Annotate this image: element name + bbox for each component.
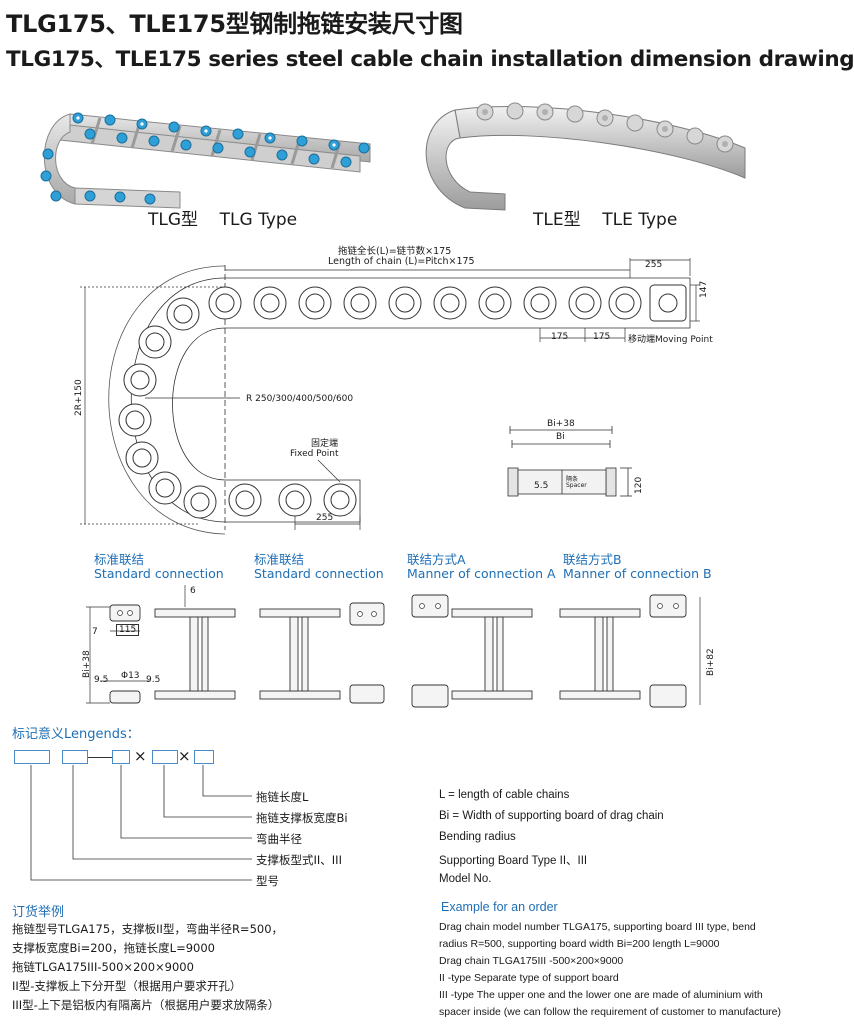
conn-1-en: Standard connection [94,566,224,581]
pitch-175-a: 175 [551,332,569,342]
legend-en-1: Bi = Width of supporting board of drag c… [439,810,664,822]
tlg-chain-photo [40,112,371,209]
tle-chain-photo [425,102,746,211]
section-bi: Bi [556,432,565,442]
dim-9-5-b: 9.5 [146,675,161,685]
moving-point-label: 移动端Moving Point [628,335,713,345]
order-cn-line: 拖链TLGA175III-500×200×9000 [12,960,194,974]
dim-115: 115 [116,624,140,636]
fixed-point-cn: 固定端 [311,439,339,449]
dim-255-top: 255 [645,260,663,270]
conn-3-en: Manner of connection A [407,566,556,581]
order-en-line: radius R=500, supporting board width Bi=… [439,938,720,950]
length-formula-en: Length of chain (L)=Pitch×175 [328,256,475,267]
legend-en-0: L = length of cable chains [439,789,570,801]
legend-cn-1: 拖链支撑板宽度Bi [256,811,348,825]
times-2: × [178,747,191,765]
order-en-line: II -type Separate type of support board [439,972,619,984]
fixed-point-en: Fixed Point [290,449,339,459]
installation-drawing [80,258,700,535]
radius-label: R 250/300/400/500/600 [246,394,354,404]
order-en-line: III -type The upper one and the lower on… [439,989,763,1001]
dim-2r150: 2R+150 [74,379,84,416]
spacer-cn: 隔条 [566,476,579,483]
dim-9-5-a: 9.5 [94,675,109,685]
conn-3-cn: 联结方式A [407,552,466,567]
page-title: TLG175、TLE175型钢制拖链安装尺寸图 [6,10,463,38]
dim-phi13: Φ13 [121,671,140,681]
order-en-line: spacer inside (we can follow the require… [439,1006,781,1018]
order-en-block: Drag chain model number TLGA175, support… [439,919,781,1021]
connection-drawings [86,585,701,708]
length-formula-cn: 拖链全长(L)=链节数×175 [338,246,452,257]
section-120: 120 [634,476,644,494]
order-title-en: Example for an order [441,900,558,914]
legend-cn-0: 拖链长度L [256,790,309,804]
legend-dash [88,757,112,758]
section-view [507,426,632,497]
order-cn-line: 支撑板宽度Bi=200，拖链长度L=9000 [12,941,215,955]
section-bi38: Bi+38 [547,419,575,429]
legend-cn-4: 型号 [256,874,279,888]
legend-box-width [152,750,178,764]
order-title-cn: 订货举例 [12,905,65,920]
order-cn-line: II型-支撑板上下分开型（根据用户要求开孔） [12,979,242,993]
legend-en-2: Bending radius [439,831,516,843]
page-subtitle: TLG175、TLE175 series steel cable chain i… [6,47,854,72]
pitch-175-b: 175 [593,332,611,342]
order-cn-block: 拖链型号TLGA175，支撑板II型，弯曲半径R=500， 支撑板宽度Bi=20… [12,920,283,1015]
legend-en-3: Supporting Board Type II、III [439,855,588,867]
dim-7: 7 [92,627,98,637]
legend-box-model [14,750,50,764]
conn-2-en: Standard connection [254,566,384,581]
times-1: × [134,747,147,765]
dim-bi82: Bi+82 [706,648,716,676]
dim-255-bottom: 255 [316,513,334,523]
conn-4-cn: 联结方式B [563,552,622,567]
legend-cn-3: 支撑板型式II、III [256,853,342,867]
legend-leaders [30,765,252,881]
roller-group-top [208,284,687,322]
dim-147: 147 [699,280,709,298]
legend-box-board [62,750,88,764]
legend-title: 标记意义Lengends： [12,727,140,742]
order-cn-line: III型-上下是铝板内有隔离片（根据用户要求放隔条） [12,998,280,1012]
tle-caption: TLE型 TLE Type [533,210,678,230]
conn-1-cn: 标准联结 [94,552,145,567]
order-en-line: Drag chain TLGA175III -500×200×9000 [439,955,624,967]
legend-box-radius [112,750,130,764]
legend-box-length [194,750,214,764]
conn-2-cn: 标准联结 [254,552,305,567]
legend-en-4: Model No. [439,873,492,885]
conn-4-en: Manner of connection B [563,566,712,581]
section-5-5: 5.5 [534,481,549,491]
order-cn-line: 拖链型号TLGA175，支撑板II型，弯曲半径R=500， [12,922,284,936]
spacer-en: Spacer [566,482,587,489]
dim-bi38: Bi+38 [82,650,92,678]
tlg-caption: TLG型 TLG Type [148,210,298,230]
order-en-line: Drag chain model number TLGA175, support… [439,921,756,933]
legend-cn-2: 弯曲半径 [256,832,302,846]
dim-6: 6 [190,586,196,596]
